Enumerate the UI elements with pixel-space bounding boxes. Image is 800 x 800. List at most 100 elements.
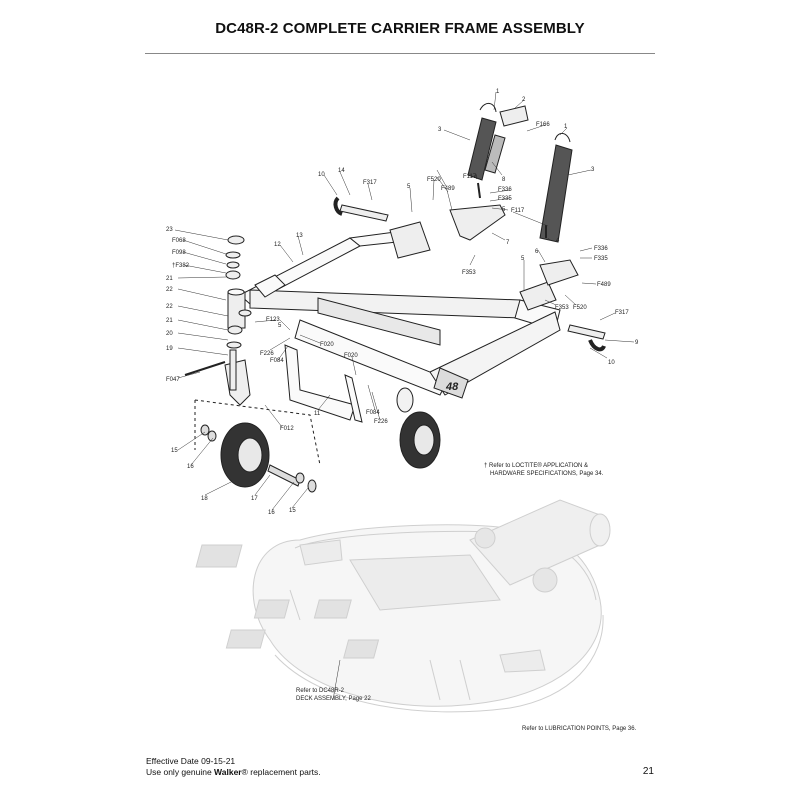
right-caster-hub — [413, 424, 435, 456]
callout-label: F520 — [427, 177, 441, 183]
callout-label: 17 — [251, 496, 258, 502]
callout-label: 15 — [289, 508, 296, 514]
frame-decal-text: 48 — [445, 381, 459, 393]
loctite-note-line1: † Refer to LOCTITE® APPLICATION & — [484, 463, 589, 469]
callout-label: 21 — [166, 276, 173, 282]
callout-label: 16 — [187, 464, 194, 470]
callout-label: F020 — [344, 353, 358, 359]
effective-date: Effective Date 09-15-21 — [146, 756, 236, 766]
left-caster — [194, 359, 321, 493]
frame-center-channel — [317, 297, 441, 346]
callout-label: 5 — [278, 323, 282, 329]
callout-label: 1 — [564, 124, 568, 130]
callout-label: †F382 — [172, 263, 190, 269]
lift-bolt-4 — [477, 182, 481, 199]
deck-vent-3 — [343, 639, 380, 659]
spring-left — [467, 117, 497, 181]
callout-label: 14 — [338, 168, 345, 174]
callout-label: F317 — [363, 180, 377, 186]
callout-label: 5 — [407, 184, 411, 190]
callout-label: 5 — [502, 207, 506, 213]
left-axle — [267, 464, 301, 487]
deck-vent-2 — [253, 599, 290, 619]
callout-label: 13 — [296, 233, 303, 239]
spindle-bearing-1 — [225, 270, 241, 280]
lift-springs — [449, 103, 579, 286]
callout-label: 3 — [591, 167, 595, 173]
bracket-2 — [499, 105, 529, 127]
right-caster-fork — [396, 387, 414, 413]
spindle-bearing-2 — [238, 309, 252, 317]
left-bearing — [207, 430, 217, 442]
callout-label: 15 — [171, 448, 178, 454]
callout-label: 16 — [268, 510, 275, 516]
spindle-washer-1 — [225, 251, 241, 259]
genuine-prefix: Use only genuine — [146, 767, 215, 777]
title-rule — [145, 53, 655, 54]
callout-label: F335 — [594, 256, 608, 262]
leader-lines — [174, 91, 635, 701]
handle-left-rod — [339, 204, 389, 222]
brand-name: Walker — [214, 767, 242, 777]
spindle-bolt — [184, 361, 226, 376]
handles — [333, 196, 606, 352]
callout-label: 6 — [535, 249, 539, 255]
callout-labels: 1 2 3 F166 1 3 8 F117 4 F336 F335 5 F117… — [166, 89, 639, 516]
loctite-note-line2: HARDWARE SPECIFICATIONS, Page 34. — [490, 471, 604, 477]
deck-note-line1: Refer to DC48R-2 — [296, 688, 345, 694]
spring-middle — [484, 134, 506, 174]
spindle-cap — [227, 235, 245, 245]
callout-label: 20 — [166, 331, 173, 337]
rear-left-bracket — [389, 221, 431, 259]
deck-wheel-1 — [532, 567, 558, 593]
callout-label: 7 — [506, 240, 510, 246]
callout-label: F084 — [366, 410, 380, 416]
page-number: 21 — [642, 766, 654, 777]
callout-label: F336 — [594, 246, 608, 252]
callout-label: F353 — [555, 305, 569, 311]
callout-label: 18 — [201, 496, 208, 502]
spindle-washer-2 — [226, 261, 240, 269]
lubrication-note: Refer to LUBRICATION POINTS, Page 36. — [522, 726, 637, 732]
loctite-note: † Refer to LOCTITE® APPLICATION & HARDWA… — [484, 462, 603, 478]
deck-assembly-note: Refer to DC48R-2 DECK ASSEMBLY, Page 22 — [296, 687, 371, 703]
lower-hanger-2 — [344, 374, 363, 423]
callout-label: 1 — [496, 89, 500, 95]
left-spindle-top — [227, 288, 245, 296]
callout-label: F336 — [498, 187, 512, 193]
left-spacer — [200, 424, 210, 436]
callout-label: 10 — [608, 360, 615, 366]
callout-label: 19 — [166, 346, 173, 352]
deck-vent-4 — [313, 599, 352, 619]
callout-label: F020 — [320, 342, 334, 348]
callout-label: 2 — [522, 97, 526, 103]
deck-wheel-2 — [474, 527, 496, 549]
spindle-stack — [184, 235, 252, 391]
handle-left-grip — [333, 196, 343, 216]
deck-bracket-right — [499, 649, 546, 673]
callout-label: F123 — [266, 317, 280, 323]
spring-hook-top — [479, 103, 497, 113]
left-caster-box — [194, 399, 321, 466]
spindle-shaft — [229, 349, 237, 391]
callout-label: F084 — [270, 358, 284, 364]
callout-label: 4 — [474, 175, 478, 181]
callout-label: F335 — [498, 196, 512, 202]
callout-label: 12 — [274, 242, 281, 248]
lift-arm-6 — [539, 259, 579, 286]
deck-note-line2: DECK ASSEMBLY, Page 22 — [296, 696, 371, 702]
deck-vent-5 — [225, 629, 266, 649]
callout-label: 21 — [166, 318, 173, 324]
callout-label: 22 — [166, 304, 173, 310]
callout-label: 10 — [318, 172, 325, 178]
callout-label: 4 — [556, 238, 560, 244]
handle-right-rod — [567, 324, 606, 340]
callout-label: F489 — [441, 186, 455, 192]
callout-label: F353 — [462, 270, 476, 276]
callout-label: F117 — [511, 208, 525, 214]
handle-right-grip — [588, 339, 606, 352]
callout-label: 8 — [502, 177, 506, 183]
right-spacer — [307, 479, 317, 493]
right-bearing — [295, 472, 305, 484]
